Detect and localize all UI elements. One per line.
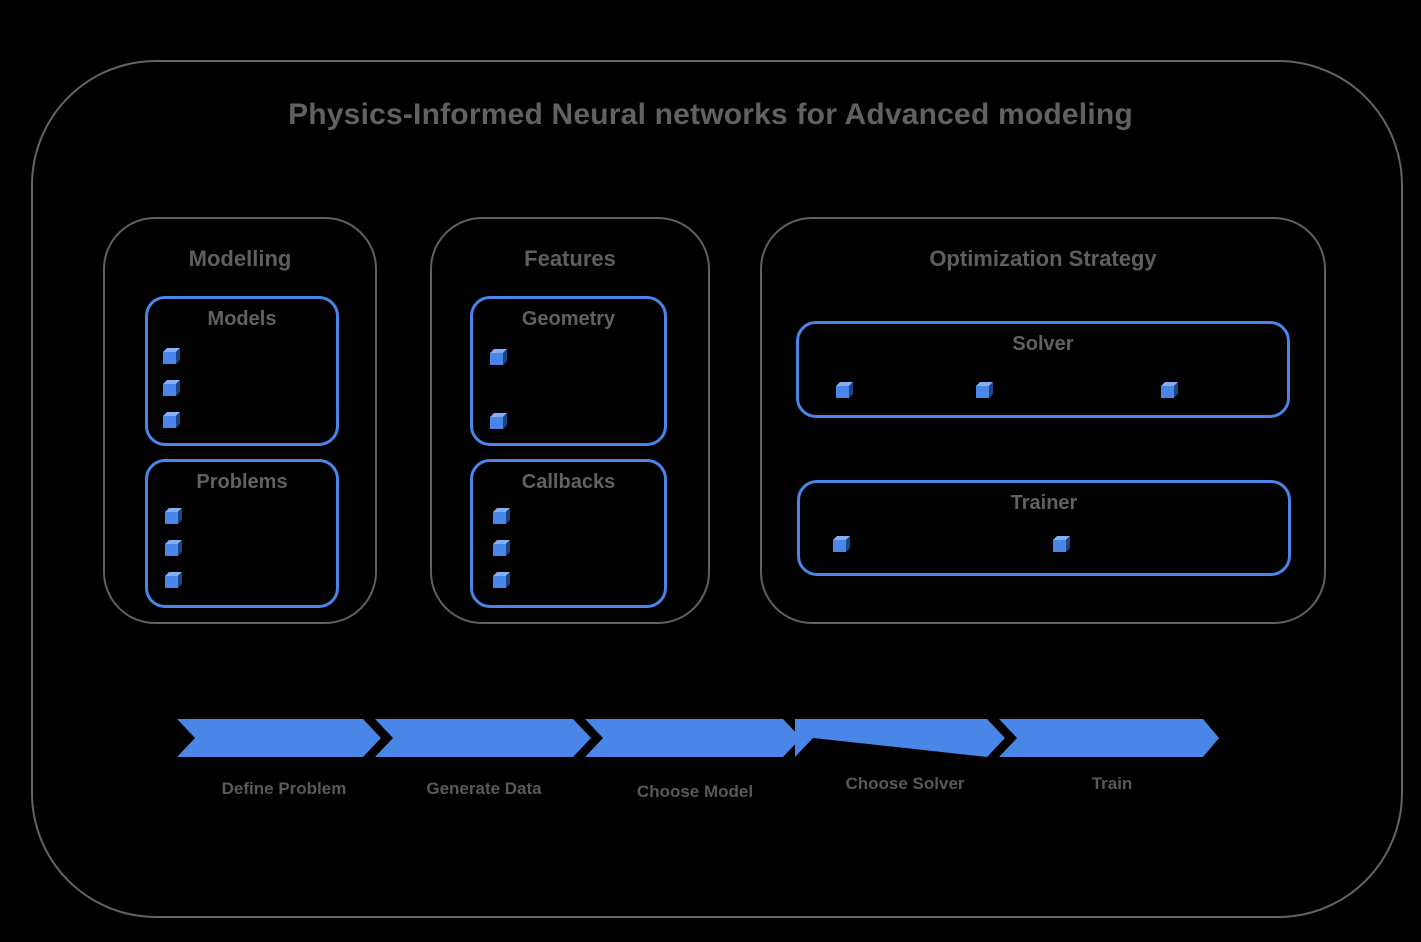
section-title: Features xyxy=(524,246,616,271)
group-title: Solver xyxy=(1012,333,1074,355)
group-title: Callbacks xyxy=(521,471,616,493)
cube-bullet-icon xyxy=(1053,540,1066,552)
cube-bullet-icon xyxy=(976,386,989,398)
process-flow-arrow xyxy=(177,719,1219,757)
cube-bullet-icon xyxy=(165,512,178,524)
flow-step-label: Choose Solver xyxy=(845,774,965,793)
group-models: Models xyxy=(145,296,339,446)
flow-arrow-segment xyxy=(795,719,1005,757)
flow-step-label: Define Problem xyxy=(221,779,347,798)
page-title: Physics-Informed Neural networks for Adv… xyxy=(288,98,1133,131)
cube-bullet-icon xyxy=(836,386,849,398)
cube-bullet-icon xyxy=(163,352,176,364)
flow-arrow-segment xyxy=(585,719,801,757)
cube-bullet-icon xyxy=(165,544,178,556)
cube-bullet-icon xyxy=(1161,386,1174,398)
group-title: Problems xyxy=(196,471,288,493)
group-problems: Problems xyxy=(145,459,339,608)
cube-bullet-icon xyxy=(493,544,506,556)
flow-step-label: Train xyxy=(1091,774,1133,793)
group-geometry: Geometry xyxy=(470,296,667,446)
group-solver: Solver xyxy=(796,321,1290,418)
flow-arrow-segment xyxy=(999,719,1219,757)
section-optimization-strategy: Optimization Strategy xyxy=(760,217,1326,624)
cube-bullet-icon xyxy=(163,384,176,396)
section-modelling: Modelling xyxy=(103,217,377,624)
cube-bullet-icon xyxy=(165,576,178,588)
outer-frame xyxy=(31,60,1403,918)
group-trainer: Trainer xyxy=(797,480,1291,576)
section-features: Features xyxy=(430,217,710,624)
cube-bullet-icon xyxy=(490,417,503,429)
section-title: Optimization Strategy xyxy=(929,246,1157,271)
cube-bullet-icon xyxy=(490,353,503,365)
flow-step-label: Generate Data xyxy=(426,779,542,798)
flow-arrow-segment xyxy=(177,719,381,757)
cube-bullet-icon xyxy=(493,512,506,524)
group-title: Models xyxy=(207,308,277,330)
flow-arrow-segment xyxy=(375,719,591,757)
group-title: Geometry xyxy=(521,308,616,330)
cube-bullet-icon xyxy=(493,576,506,588)
section-title: Modelling xyxy=(188,246,292,271)
flow-step-label: Choose Model xyxy=(636,782,754,801)
group-title: Trainer xyxy=(1010,492,1078,514)
group-callbacks: Callbacks xyxy=(470,459,667,608)
cube-bullet-icon xyxy=(833,540,846,552)
cube-bullet-icon xyxy=(163,416,176,428)
